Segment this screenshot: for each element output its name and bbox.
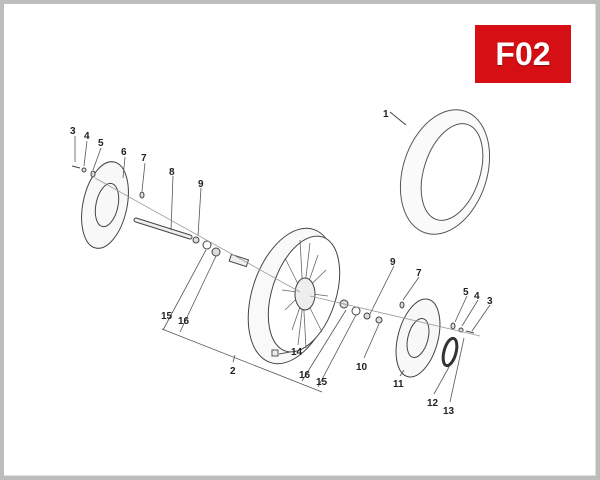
callout-7-left: 7 [141, 153, 147, 164]
callout-1: 1 [383, 109, 389, 120]
section-code-badge: F02 [475, 25, 571, 83]
callout-11: 11 [393, 379, 404, 390]
callout-4-left: 4 [84, 131, 90, 142]
callout-8: 8 [169, 167, 175, 178]
tone-ring-drawing [441, 336, 459, 368]
callout-3-right: 3 [487, 296, 493, 307]
callout-7-right: 7 [416, 268, 422, 279]
callout-4-right: 4 [474, 291, 480, 302]
callout-15-right: 15 [316, 377, 328, 388]
brake-disc-right-drawing [395, 298, 441, 378]
callout-5-left: 5 [98, 138, 104, 149]
callout-15-left: 15 [161, 311, 173, 322]
callout-9-left: 9 [198, 179, 204, 190]
hardware-left [71, 165, 250, 268]
leader-lines [74, 136, 491, 403]
callout-labels: 1 2 3 4 5 6 7 8 9 15 16 14 16 15 9 7 10 … [70, 109, 493, 417]
brake-disc-left-drawing [81, 161, 129, 249]
callout-16-right: 16 [299, 370, 311, 381]
callout-9-right: 9 [390, 257, 396, 268]
callout-14: 14 [291, 347, 303, 358]
callout-10: 10 [356, 362, 368, 373]
callout-2: 2 [230, 366, 236, 377]
callout-13: 13 [443, 406, 455, 417]
callout-3-left: 3 [70, 126, 76, 137]
wheel-drawing [247, 227, 341, 365]
tire-drawing [389, 109, 491, 235]
callout-16-left: 16 [178, 316, 190, 327]
callout-6: 6 [121, 147, 127, 158]
callout-5-right: 5 [463, 287, 469, 298]
callout-12: 12 [427, 398, 439, 409]
valve-drawing [271, 349, 291, 357]
axle-drawing [133, 217, 193, 240]
